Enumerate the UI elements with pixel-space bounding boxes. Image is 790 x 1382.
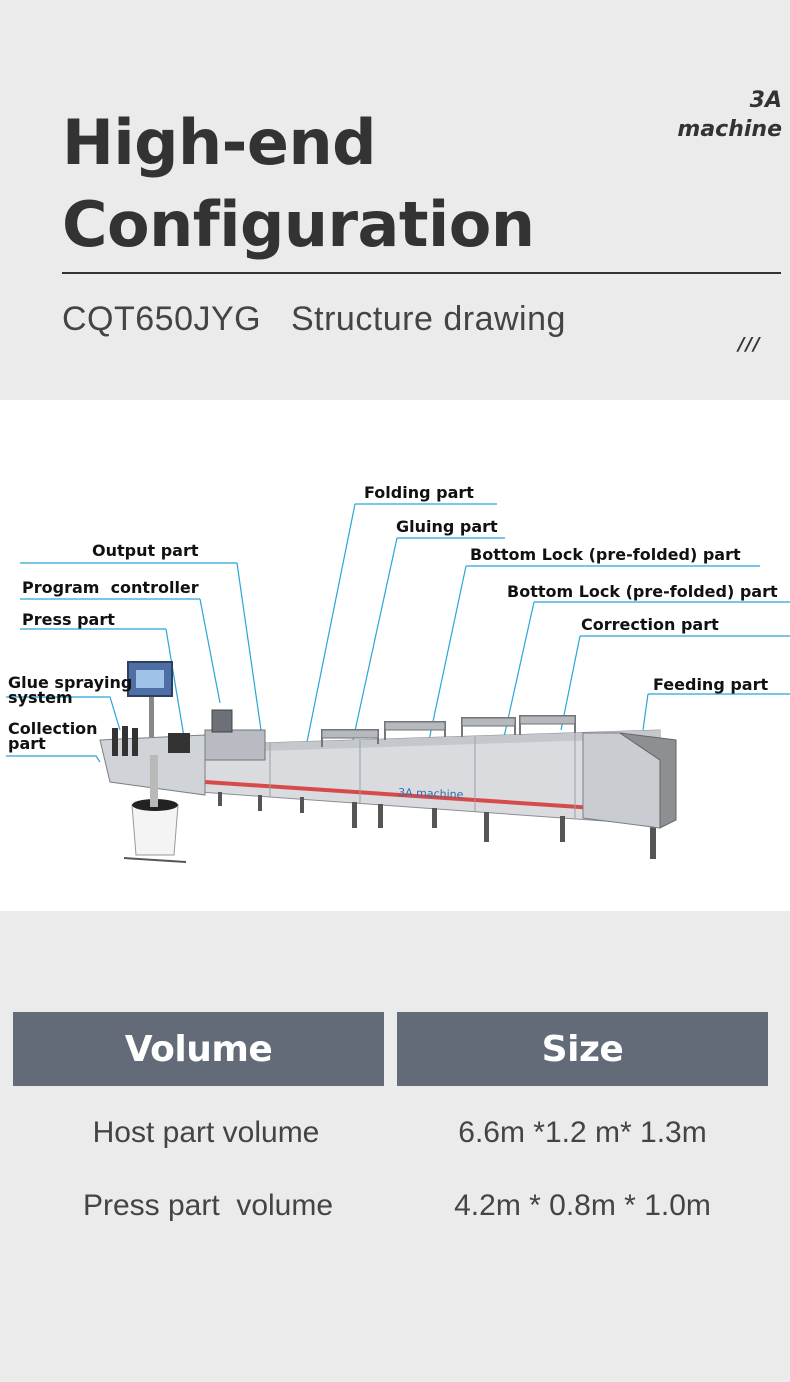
label-feeding-part: Feeding part	[653, 675, 769, 694]
page-title: High-end Configuration	[62, 102, 535, 266]
leader-press-diag	[165, 628, 186, 744]
label-folding-part: Folding part	[364, 483, 474, 502]
structure-drawing: 3A machine Folding part Gluing part Bott…	[0, 400, 790, 911]
label-correction-part: Correction part	[581, 615, 719, 634]
slash-decoration: ///	[738, 334, 761, 355]
leader-bottom-lock-2-diag	[503, 601, 535, 738]
row-2-size: 4.2m * 0.8m * 1.0m	[454, 1189, 711, 1222]
leader-feeding-diag	[642, 693, 649, 731]
leader-correction-diag	[560, 635, 581, 731]
leader-bottom-lock-1-diag	[427, 565, 467, 746]
label-glue-spraying-system: Glue spraying system	[8, 673, 133, 707]
label-bottom-lock-2: Bottom Lock (pre-folded) part	[507, 582, 778, 601]
brand-mark: 3A machine	[677, 86, 782, 144]
leader-program-diag	[199, 598, 221, 704]
header-section: High-end Configuration 3A machine CQT650…	[0, 0, 790, 400]
leader-output-diag	[236, 562, 263, 738]
title-line-1: High-end	[62, 106, 376, 179]
header-divider	[62, 272, 781, 274]
header-size: Size	[397, 1012, 768, 1086]
leader-lines	[6, 503, 790, 764]
brand-line-2: machine	[677, 117, 782, 142]
title-line-2: Configuration	[62, 188, 535, 261]
header-volume: Volume	[13, 1012, 384, 1086]
leader-gluing-diag	[347, 537, 398, 764]
leader-folding-diag	[304, 503, 356, 753]
machine-body	[99, 661, 677, 863]
machine-brand-text: 3A machine	[398, 786, 464, 801]
label-program-controller: Program controller	[22, 578, 199, 597]
dimension-table: Volume Size Host part volume 6.6m *1.2 m…	[0, 911, 790, 1382]
label-press-part: Press part	[22, 610, 115, 629]
leader-collection	[6, 755, 101, 763]
row-1-volume: Host part volume	[92, 1116, 320, 1149]
page-subtitle: CQT650JYG Structure drawing	[62, 300, 566, 338]
leader-glue	[6, 696, 121, 731]
label-gluing-part: Gluing part	[396, 517, 498, 536]
machine-illustration: 3A machine	[6, 503, 790, 863]
brand-line-1: 3A	[749, 88, 782, 113]
label-output-part: Output part	[92, 541, 199, 560]
row-1-size: 6.6m *1.2 m* 1.3m	[458, 1116, 707, 1149]
row-2-volume: Press part volume	[82, 1189, 334, 1222]
label-collection-part: Collection part	[8, 719, 98, 753]
label-bottom-lock-1: Bottom Lock (pre-folded) part	[470, 545, 741, 564]
